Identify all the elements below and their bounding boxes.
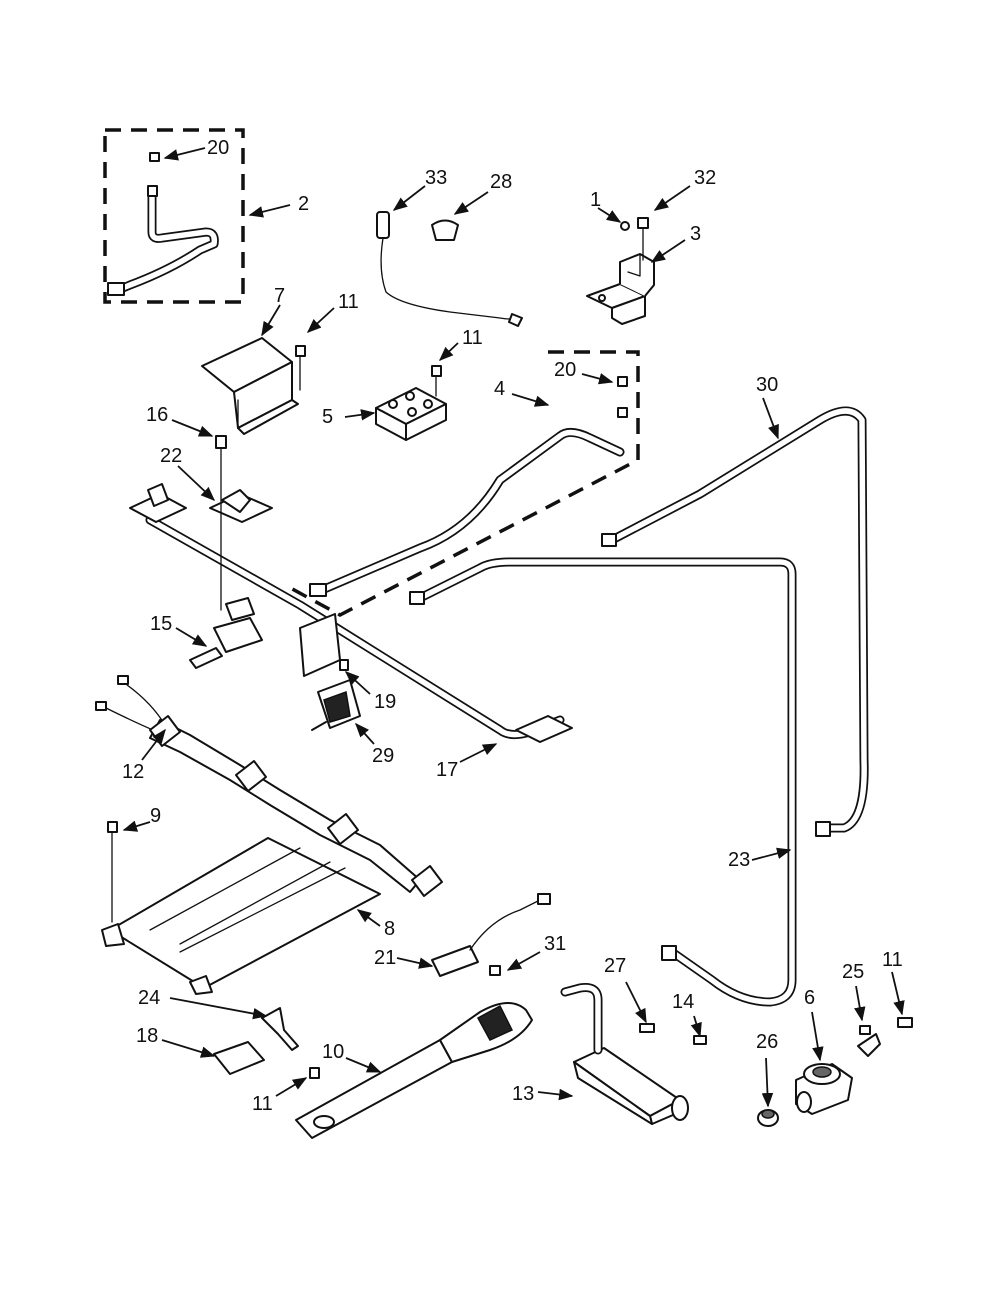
callout-8: 8: [384, 918, 395, 940]
callout-16: 16: [146, 404, 168, 426]
part-23-tube: [409, 557, 797, 1007]
part-3-bracket: [586, 217, 655, 325]
callout-30: 30: [756, 374, 778, 396]
part-7-cover: [201, 337, 306, 435]
callout-11a: 11: [338, 291, 359, 313]
callout-20a: 20: [207, 137, 229, 159]
part-18-clip: [213, 1041, 265, 1075]
part-4-tube-assembly: [284, 350, 640, 617]
callout-28: 28: [490, 171, 512, 193]
part-29-switch: [311, 659, 361, 731]
callout-25: 25: [842, 961, 864, 983]
part-26-fitting: [757, 1109, 779, 1127]
part-17-manifold: [129, 483, 573, 743]
callout-11d: 11: [882, 949, 903, 971]
callout-14: 14: [672, 991, 694, 1013]
callout-6: 6: [804, 987, 815, 1009]
callout-23: 23: [728, 849, 750, 871]
callout-11c: 11: [252, 1093, 273, 1115]
part-24-clip: [261, 1007, 299, 1051]
callout-11b: 11: [462, 327, 483, 349]
callout-19: 19: [374, 691, 396, 713]
callout-5: 5: [322, 406, 333, 428]
callout-12: 12: [122, 761, 144, 783]
callout-33: 33: [425, 167, 447, 189]
callout-17: 17: [436, 759, 458, 781]
part-2-tube-assembly: [103, 128, 245, 304]
callout-1: 1: [590, 189, 601, 211]
part-5-terminal-block: [375, 365, 447, 441]
part-30-tube: [601, 406, 869, 837]
part-6-regulator: [795, 1063, 853, 1115]
callout-18: 18: [136, 1025, 158, 1047]
callout-21: 21: [374, 947, 396, 969]
callout-9: 9: [150, 805, 161, 827]
leader-lines: [122, 147, 905, 1108]
part-22-valve-bracket: [209, 435, 273, 611]
callout-31: 31: [544, 933, 566, 955]
callout-10: 10: [322, 1041, 344, 1063]
callout-15: 15: [150, 613, 172, 635]
part-21-connector: [431, 893, 551, 977]
part-25-bracket: [857, 1025, 881, 1057]
callout-4: 4: [494, 378, 505, 400]
callout-20b: 20: [554, 359, 576, 381]
callout-7: 7: [274, 285, 285, 307]
part-33-igniter-wire: [376, 211, 523, 327]
part-8-shield: [101, 821, 381, 995]
callout-26: 26: [756, 1031, 778, 1053]
part-28-grommet: [431, 219, 459, 241]
callout-27: 27: [604, 955, 626, 977]
part-10-burner: [295, 1002, 533, 1139]
part-11-screw-regulator: [897, 1017, 913, 1028]
part-15-valve: [189, 597, 263, 669]
callout-32: 32: [694, 167, 716, 189]
callout-24: 24: [138, 987, 160, 1009]
callout-13: 13: [512, 1083, 534, 1105]
callout-2: 2: [298, 193, 309, 215]
callout-labels: 20 2 33 28 1 32 3 7 11 11 20 5 4 30 16 2…: [122, 137, 903, 1115]
callout-29: 29: [372, 745, 394, 767]
callout-22: 22: [160, 445, 182, 467]
callout-3: 3: [690, 223, 701, 245]
part-13-burner-assembly: [560, 983, 707, 1125]
